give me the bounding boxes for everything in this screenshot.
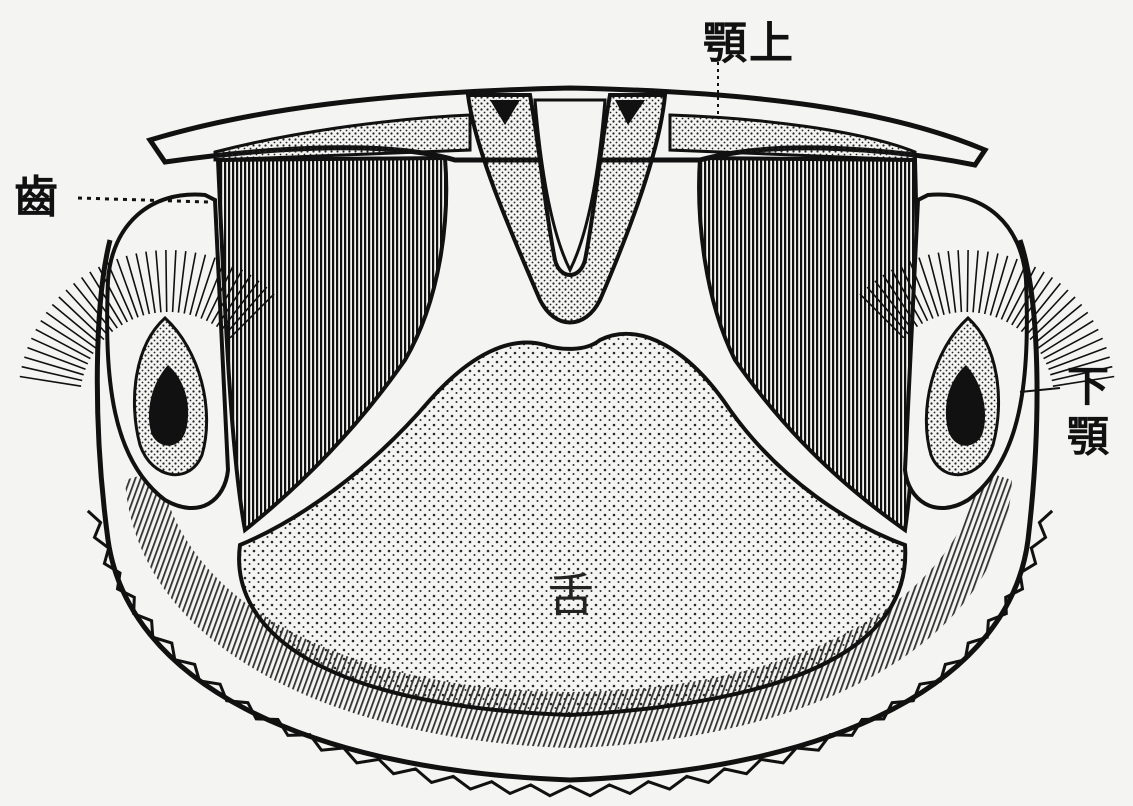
- upper-jaw-label: 顎上: [703, 22, 795, 66]
- left-side-label: 齒: [14, 176, 58, 220]
- tongue-label: 舌: [548, 572, 594, 618]
- lower-jaw-label-char: 顎: [1062, 412, 1114, 462]
- right-leader: [1020, 388, 1060, 392]
- lower-jaw-label-char: 下: [1062, 362, 1114, 412]
- lower-jaw-label: 下顎: [1062, 362, 1114, 463]
